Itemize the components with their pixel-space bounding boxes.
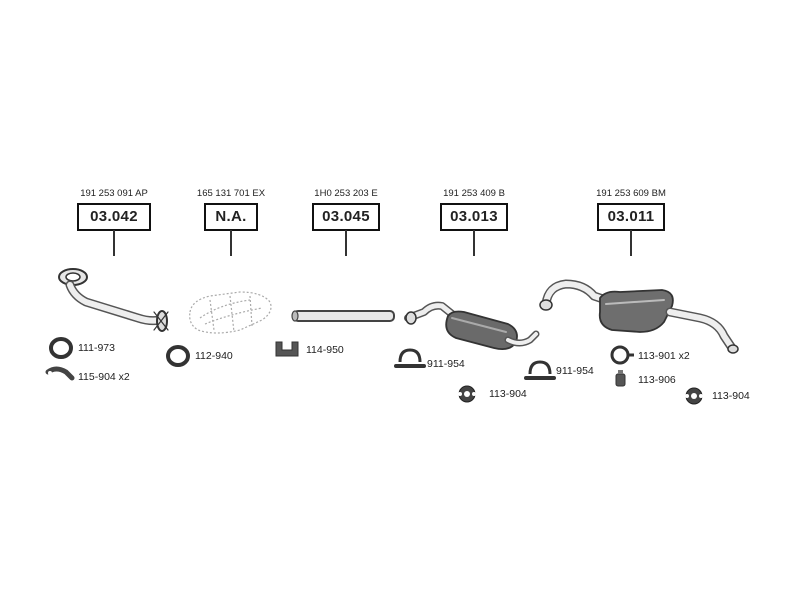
accessory-label: 111-973 [78, 342, 115, 354]
part-code-catalyst[interactable]: N.A. [204, 203, 258, 231]
oe-number-catalyst: 165 131 701 EX [196, 188, 266, 199]
oe-number-intermediate-pipe: 1H0 253 203 E [314, 188, 378, 199]
gasket-ring-icon[interactable] [49, 337, 73, 359]
sleeve-ring-icon[interactable] [166, 345, 190, 367]
leader-line [473, 230, 475, 256]
hanger-strap-icon[interactable] [45, 366, 75, 381]
leader-line [230, 230, 232, 256]
accessory-label: 113-901 x2 [638, 350, 690, 362]
accessory-label: 911-954 [427, 358, 465, 370]
u-bolt-clamp-icon[interactable] [394, 348, 426, 368]
accessory-label: 113-906 [638, 374, 676, 386]
leader-line [630, 230, 632, 256]
leader-line [113, 230, 115, 256]
accessory-label: 114-950 [306, 344, 344, 356]
oe-number-front-pipe: 191 253 091 AP [80, 188, 148, 199]
accessory-label: 911-954 [556, 365, 594, 377]
part-code-rear-silencer[interactable]: 03.011 [597, 203, 665, 231]
part-code-front-pipe[interactable]: 03.042 [77, 203, 151, 231]
catalyst-icon[interactable] [189, 291, 272, 334]
rear-silencer-icon[interactable] [539, 279, 739, 354]
accessory-label: 115-904 x2 [78, 371, 130, 383]
front-pipe-icon[interactable] [58, 268, 169, 332]
rubber-mount-icon[interactable] [685, 387, 703, 405]
leader-line [345, 230, 347, 256]
accessory-label: 113-904 [489, 388, 527, 400]
intermediate-pipe-icon[interactable] [291, 310, 395, 322]
oe-number-rear-silencer: 191 253 609 BM [596, 188, 666, 199]
rubber-buffer-icon[interactable] [615, 370, 626, 387]
accessory-label: 112-940 [195, 350, 233, 362]
oe-number-middle-silencer: 191 253 409 B [443, 188, 505, 199]
middle-silencer-icon[interactable] [404, 301, 540, 351]
rubber-mount-icon[interactable] [458, 385, 476, 403]
hanger-ring-icon[interactable] [610, 345, 634, 365]
clamp-bracket-icon[interactable] [275, 341, 299, 357]
accessory-label: 113-904 [712, 390, 750, 402]
u-bolt-clamp-icon[interactable] [524, 360, 556, 380]
